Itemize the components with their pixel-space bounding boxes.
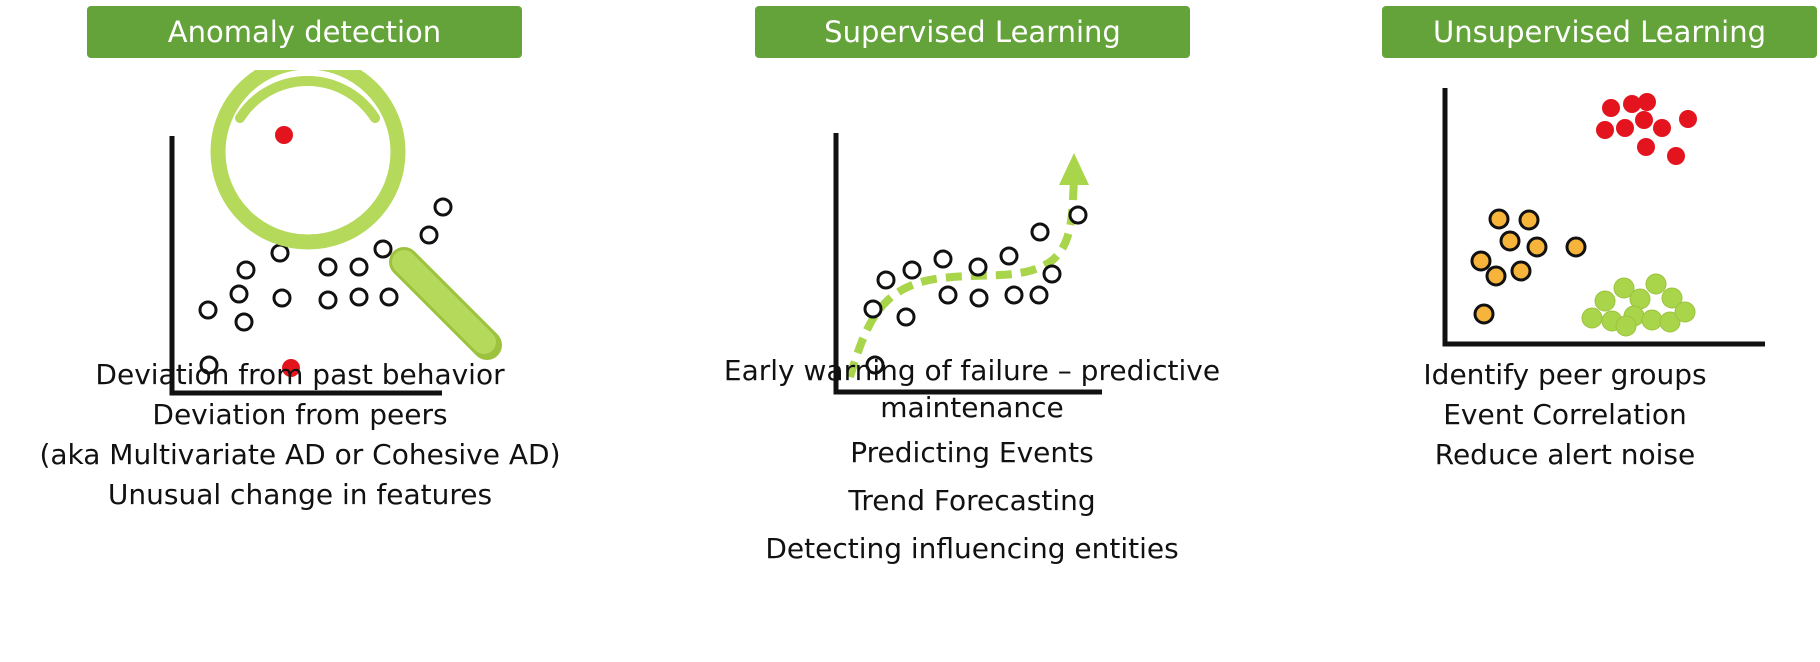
data-point (349, 287, 369, 307)
description-line: Detecting influencing entities (765, 532, 1179, 565)
description-line: maintenance (880, 391, 1064, 424)
cluster-point (1667, 147, 1685, 165)
cluster-point (1565, 236, 1587, 258)
plot-axes (833, 133, 1102, 395)
description-line: Predicting Events (850, 436, 1094, 469)
anomaly-point (275, 126, 293, 144)
cluster-point (1637, 138, 1655, 156)
cluster-point (1635, 111, 1653, 129)
cluster-point (1596, 121, 1614, 139)
trend-arrow-head (1059, 153, 1089, 185)
data-point (863, 299, 883, 319)
data-point (896, 307, 916, 327)
supervised-learning-header: Supervised Learning (755, 6, 1190, 58)
data-point (270, 243, 290, 263)
data-point (902, 260, 922, 280)
cluster-point (1659, 311, 1681, 333)
data-point (373, 239, 393, 259)
cluster-point (1488, 208, 1510, 230)
data-point (236, 260, 256, 280)
cluster-point (1645, 273, 1667, 295)
cluster-point (1594, 290, 1616, 312)
description-line: Event Correlation (1443, 398, 1687, 431)
green-cluster (1581, 273, 1696, 337)
anomaly-detection-header: Anomaly detection (87, 6, 522, 58)
data-point (198, 300, 218, 320)
supervised-learning-plot (833, 133, 1102, 395)
description-line: Deviation from peers (152, 398, 448, 431)
data-point (419, 225, 439, 245)
data-point (433, 197, 453, 217)
cluster-point (1485, 265, 1507, 287)
data-point (969, 288, 989, 308)
cluster-point (1638, 93, 1656, 111)
training-points (863, 205, 1088, 375)
description-line: (aka Multivariate AD or Cohesive AD) (39, 438, 561, 471)
normal-points (198, 197, 453, 375)
magnifying-glass-icon (210, 70, 502, 360)
red-cluster (1596, 93, 1697, 165)
unsupervised-learning-plot (1442, 88, 1765, 347)
anomaly-point (282, 359, 300, 377)
data-point (938, 285, 958, 305)
plot-axes (1442, 88, 1765, 347)
cluster-point (1602, 99, 1620, 117)
data-point (272, 288, 292, 308)
data-point (1029, 285, 1049, 305)
cluster-point (1653, 119, 1671, 137)
anomaly-detection-panel: Anomaly detection (0, 0, 600, 662)
cluster-point (1581, 307, 1603, 329)
anomaly-detection-description: Deviation from past behavior Deviation f… (0, 355, 600, 515)
unsupervised-learning-panel: Unsupervised Learning (1310, 0, 1820, 662)
cluster-point (1616, 119, 1634, 137)
cluster-point (1470, 250, 1492, 272)
data-point (318, 257, 338, 277)
description-line: Deviation from past behavior (95, 358, 505, 391)
cluster-point (1473, 303, 1495, 325)
data-point (933, 249, 953, 269)
cluster-point (1661, 287, 1683, 309)
orange-cluster (1470, 208, 1587, 325)
plot-axes (169, 136, 442, 396)
unsupervised-learning-header: Unsupervised Learning (1382, 6, 1817, 58)
unsupervised-learning-description: Identify peer groups Event Correlation R… (1330, 355, 1800, 475)
data-point (349, 257, 369, 277)
data-point (379, 287, 399, 307)
cluster-point (1615, 315, 1637, 337)
data-point (968, 257, 988, 277)
data-point (1068, 205, 1088, 225)
supervised-learning-panel: Supervised Learning Early warning of fai… (672, 0, 1272, 662)
data-point (999, 246, 1019, 266)
cluster-point (1499, 230, 1521, 252)
cluster-point (1641, 309, 1663, 331)
description-line: Reduce alert noise (1434, 438, 1696, 471)
cluster-point (1613, 277, 1635, 299)
data-point (229, 284, 249, 304)
anomaly-detection-plot (169, 70, 502, 396)
supervised-learning-description: Early warning of failure – predictive ma… (672, 351, 1272, 569)
description-line: Early warning of failure – predictive (723, 354, 1221, 387)
cluster-point (1518, 209, 1540, 231)
cluster-point (1526, 236, 1548, 258)
data-point (865, 355, 885, 375)
cluster-point (1623, 95, 1641, 113)
data-point (199, 355, 219, 375)
data-point (1004, 285, 1024, 305)
description-line: Unusual change in features (107, 478, 493, 511)
cluster-point (1674, 301, 1696, 323)
cluster-point (1510, 260, 1532, 282)
description-line: Identify peer groups (1423, 358, 1707, 391)
data-point (1042, 264, 1062, 284)
data-point (876, 270, 896, 290)
data-point (318, 290, 338, 310)
cluster-point (1679, 110, 1697, 128)
description-line: Trend Forecasting (848, 484, 1096, 517)
data-point (234, 312, 254, 332)
data-point (1030, 222, 1050, 242)
